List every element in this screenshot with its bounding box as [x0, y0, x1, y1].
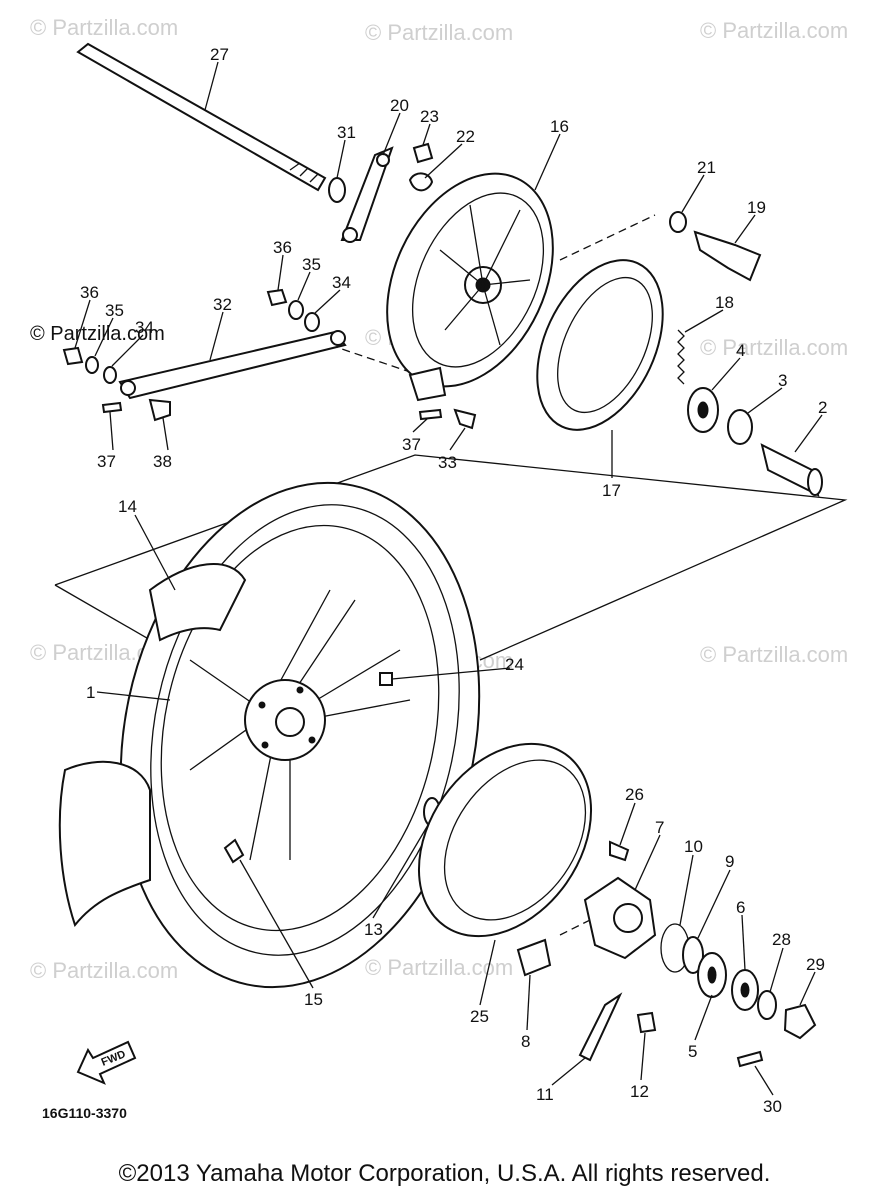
pin-37 — [101, 401, 123, 414]
callout-18: 18 — [715, 293, 734, 312]
leader-lines — [74, 61, 823, 1096]
callout-28: 28 — [772, 930, 791, 949]
copyright-notice: ©2013 Yamaha Motor Corporation, U.S.A. A… — [118, 1160, 771, 1187]
bolt-23 — [412, 142, 434, 164]
callout-4: 4 — [736, 341, 745, 360]
sprocket-hub — [583, 876, 657, 960]
callout-33: 33 — [438, 453, 457, 472]
callout-37: 37 — [402, 435, 421, 454]
callout-22: 22 — [456, 127, 475, 146]
washer-34 — [103, 366, 117, 384]
callout-3: 3 — [778, 371, 787, 390]
washer-28 — [757, 990, 777, 1020]
callout-24: 24 — [505, 655, 524, 674]
callout-30: 30 — [763, 1097, 782, 1116]
callout-31: 31 — [337, 123, 356, 142]
callout-26: 26 — [625, 785, 644, 804]
watermark: © Partzilla.com — [700, 18, 848, 43]
bearing-4 — [687, 387, 719, 433]
washer-21 — [669, 211, 687, 233]
callout-21: 21 — [697, 158, 716, 177]
callout-8: 8 — [521, 1032, 530, 1051]
washer-31 — [328, 177, 346, 203]
callout-10: 10 — [684, 837, 703, 856]
seal-3 — [727, 409, 753, 445]
callout-25: 25 — [470, 1007, 489, 1026]
bolt-33 — [453, 408, 477, 430]
callout-34: 34 — [332, 273, 351, 292]
callout-13: 13 — [364, 920, 383, 939]
axle-nut-29 — [783, 1003, 817, 1040]
callout-20: 20 — [390, 96, 409, 115]
nut-36 — [62, 346, 84, 366]
callout-23: 23 — [420, 107, 439, 126]
callout-12: 12 — [630, 1082, 649, 1101]
watermark: © Partzilla.com — [30, 958, 178, 983]
seal-9 — [682, 936, 704, 974]
watermark-dark: © Partzilla.com — [30, 323, 165, 345]
callout-15: 15 — [304, 990, 323, 1009]
washer-34 — [304, 312, 320, 332]
callout-32: 32 — [213, 295, 232, 314]
callout-9: 9 — [725, 852, 734, 871]
bearing-6 — [731, 969, 759, 1011]
callout-35: 35 — [105, 301, 124, 320]
callout-7: 7 — [655, 818, 664, 837]
callout-27: 27 — [210, 45, 229, 64]
callout-36: 36 — [273, 238, 292, 257]
callout-37: 37 — [97, 452, 116, 471]
washer-35 — [85, 356, 99, 374]
callout-29: 29 — [806, 955, 825, 974]
callout-17: 17 — [602, 481, 621, 500]
forward-arrow-icon: FWD — [76, 1040, 137, 1085]
nut-12 — [636, 1011, 657, 1034]
callout-14: 14 — [118, 497, 137, 516]
brake-arm — [340, 146, 394, 241]
watermark: © Partzilla.com — [365, 20, 513, 45]
clip-22 — [408, 172, 434, 192]
wheel-and-tire — [58, 481, 481, 989]
callout-35: 35 — [302, 255, 321, 274]
washer-35 — [288, 300, 304, 320]
callout-5: 5 — [688, 1042, 697, 1061]
collar-2 — [760, 443, 823, 497]
brake-drum — [417, 742, 593, 938]
stopper-arm — [578, 992, 623, 1062]
callout-2: 2 — [818, 398, 827, 417]
nut-36 — [266, 288, 288, 307]
callout-36: 36 — [80, 283, 99, 302]
callout-1: 1 — [86, 683, 95, 702]
brake-shoes — [536, 259, 664, 431]
callout-19: 19 — [747, 198, 766, 217]
pin-37 — [418, 408, 443, 421]
diagram-code: 16G110-3370 — [42, 1105, 127, 1121]
callout-38: 38 — [153, 452, 172, 471]
callout-11: 11 — [536, 1085, 554, 1104]
bearing-5 — [697, 952, 727, 998]
callout-6: 6 — [736, 898, 745, 917]
bolt-38 — [148, 398, 171, 422]
pin-30 — [736, 1050, 764, 1068]
camshaft — [693, 230, 762, 282]
bolt-26 — [609, 840, 630, 862]
axle — [76, 42, 327, 192]
callout-labels: 27 31 20 23 22 16 21 19 36 35 34 36 35 3… — [80, 45, 827, 1116]
callout-16: 16 — [550, 117, 569, 136]
brake-shoe-plate — [386, 172, 554, 402]
collar-8 — [516, 938, 552, 977]
watermark: © Partzilla.com — [700, 642, 848, 667]
watermark: © Partzilla.com — [700, 335, 848, 360]
watermark: © Partzilla.com — [30, 15, 178, 40]
callout-34: 34 — [135, 318, 154, 337]
spring — [677, 329, 685, 385]
